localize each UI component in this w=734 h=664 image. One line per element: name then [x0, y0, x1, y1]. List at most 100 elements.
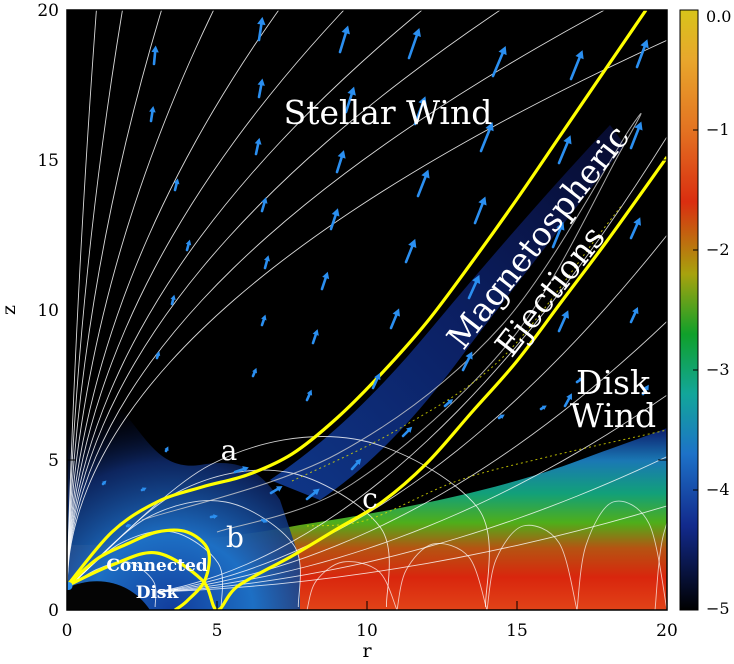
velocity-arrow	[557, 310, 569, 333]
field-loop-disk-0	[306, 561, 398, 610]
velocity-arrow	[344, 86, 356, 114]
highlight-field-line-c	[67, 156, 667, 610]
highlight-field-line-b	[67, 528, 211, 610]
velocity-arrow	[551, 221, 565, 249]
velocity-arrow	[641, 384, 649, 396]
velocity-arrow	[260, 197, 268, 213]
field-line-disk-2	[156, 394, 667, 593]
velocity-arrow	[416, 169, 430, 198]
velocity-arrow	[338, 25, 350, 54]
velocity-arrow	[635, 39, 649, 69]
field-line-disk-5	[156, 135, 667, 593]
velocity-arrow	[254, 137, 262, 156]
velocity-arrow	[629, 121, 643, 150]
velocity-arrow	[401, 426, 413, 438]
field-loop-disk-4	[654, 521, 667, 610]
y-tick-label: 20	[37, 1, 59, 21]
velocity-arrow	[320, 271, 330, 291]
field-line-disk-0	[156, 505, 667, 593]
field-line-open-0	[67, 10, 97, 584]
y-tick-label: 10	[37, 301, 59, 321]
velocity-arrow	[629, 217, 641, 240]
colorbar-tick-label: −4	[706, 480, 730, 499]
colorbar-tick-label: 0.0	[706, 7, 731, 26]
velocity-arrow	[209, 514, 218, 519]
velocity-arrow	[164, 446, 169, 453]
field-line-disk-4	[156, 234, 667, 593]
velocity-arrow	[371, 373, 381, 390]
velocity-arrow	[151, 45, 159, 66]
colorbar-tick-label: −2	[706, 240, 730, 259]
velocity-arrow	[629, 307, 639, 324]
velocity-arrow	[404, 238, 417, 264]
velocity-arrow	[473, 196, 487, 225]
velocity-arrow	[311, 329, 319, 345]
velocity-arrow	[335, 150, 346, 174]
field-line-open-4	[67, 10, 280, 584]
velocity-arrow	[569, 50, 584, 81]
colorbar-tick-label: −5	[706, 599, 730, 618]
y-tick-label: 15	[37, 151, 59, 171]
velocity-arrow	[260, 314, 267, 327]
velocity-arrow	[407, 28, 421, 60]
region-label-4: Wind	[570, 396, 656, 435]
velocity-arrow	[443, 399, 454, 408]
velocity-arrow	[170, 294, 176, 306]
field-loop-disk-2	[486, 524, 578, 610]
mme-region	[270, 125, 625, 500]
velocity-arrow	[185, 239, 192, 252]
curve-label-c: c	[362, 482, 378, 515]
connected-disk-region	[67, 581, 150, 610]
x-tick-label: 0	[62, 621, 73, 641]
colorbar-strip	[679, 9, 699, 611]
boundary-line-2	[306, 429, 667, 527]
velocity-arrow	[479, 122, 494, 153]
velocity-arrow	[389, 308, 401, 330]
velocity-arrow	[305, 488, 320, 501]
field-loop-disk-3	[576, 500, 667, 610]
colorbar: 0.0−1−2−3−4−5	[679, 7, 731, 618]
velocity-arrow	[413, 96, 427, 126]
velocity-arrows	[67, 16, 649, 590]
velocity-arrow	[257, 16, 266, 42]
velocity-arrow	[263, 255, 270, 270]
x-tick-label: 15	[506, 621, 528, 641]
x-tick-label: 10	[356, 621, 378, 641]
velocity-arrow	[125, 523, 132, 528]
highlight-field-line-a	[67, 10, 648, 588]
curve-labels: abc	[221, 434, 378, 554]
stellar-surface-marker	[67, 582, 73, 590]
x-tick-label: 20	[656, 621, 678, 641]
x-axis-label: r	[362, 640, 372, 662]
y-axis-label: z	[0, 305, 20, 315]
velocity-arrow	[557, 135, 572, 165]
field-loop-disk-1	[396, 543, 488, 610]
velocity-arrow	[305, 389, 313, 402]
velocity-arrow	[269, 486, 283, 495]
field-line-open-3	[67, 10, 215, 584]
field-line-open-5	[67, 10, 345, 584]
region-label-5: Connected	[106, 556, 207, 576]
y-tick-label: 5	[48, 451, 59, 471]
velocity-arrow	[497, 414, 505, 420]
region-label-6: Disk	[136, 583, 180, 603]
velocity-arrow	[260, 518, 268, 523]
x-tick-label: 5	[212, 621, 223, 641]
velocity-arrow	[140, 487, 147, 492]
y-tick-label: 0	[48, 601, 59, 621]
field-lines	[67, 10, 667, 610]
field-line-open-7	[67, 10, 502, 584]
velocity-arrow	[539, 405, 547, 411]
colorbar-tick-label: −3	[706, 360, 730, 379]
velocity-arrow	[575, 377, 584, 384]
velocity-arrow	[461, 351, 473, 372]
x-axis: 0 5 10 15 20	[62, 10, 678, 641]
field-line-open-8	[67, 10, 606, 584]
velocity-arrow	[155, 351, 161, 360]
curve-label-a: a	[221, 434, 238, 467]
y-axis: 0 5 10 15 20	[37, 1, 667, 621]
velocity-arrow	[467, 274, 481, 300]
field-line-open-2	[67, 10, 163, 584]
velocity-arrow	[149, 106, 156, 123]
